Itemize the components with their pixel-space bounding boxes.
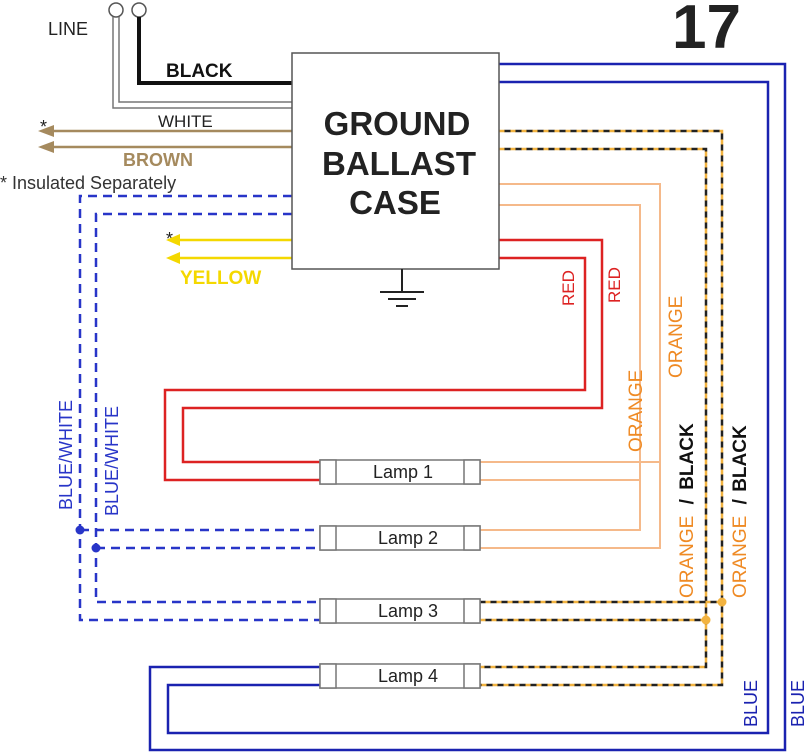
orange-black-label-2-sep: /: [730, 498, 751, 504]
lamp-end-cap-left: [319, 525, 337, 551]
orange-black-label-1-sep: /: [677, 498, 698, 504]
lamp-4: Lamp 4: [319, 663, 481, 689]
blue-white-wires: [78, 194, 322, 622]
line-terminal-1: [108, 2, 124, 18]
lamp-label: Lamp 1: [373, 462, 433, 482]
blue-wires: [148, 62, 787, 752]
black-wire: [137, 17, 292, 85]
red-label-1: RED: [559, 270, 578, 306]
orange-label-1: ORANGE: [626, 370, 647, 452]
red-wire-1: [181, 238, 604, 464]
blue-label-2: BLUE: [788, 680, 805, 727]
yellow-arrow-2: [166, 252, 180, 264]
lamp-label: Lamp 2: [378, 528, 438, 548]
orange-wire-1: [480, 183, 661, 549]
orange-black-junction-2: [701, 615, 711, 625]
orange-black-wire-2-orange: [480, 147, 708, 669]
red-label-2: RED: [605, 267, 624, 303]
insulated-note: * Insulated Separately: [0, 173, 176, 193]
ballast-box: [291, 52, 500, 270]
yellow-wire-label: YELLOW: [180, 268, 261, 289]
lamp-end-cap-right: [463, 598, 481, 624]
black-wire-label: BLACK: [166, 61, 233, 82]
orange-black-label-1: ORANGE / BLACK: [677, 423, 698, 598]
blue-white-label-1: BLUE/WHITE: [56, 400, 76, 510]
orange-black-label-2-orange: ORANGE: [730, 516, 751, 598]
brown-wire-label: BROWN: [123, 150, 193, 170]
orange-black-label-2: ORANGE / BLACK: [730, 425, 751, 598]
lamp-label: Lamp 3: [378, 601, 438, 621]
ballast-label-line-2: BALLAST: [322, 145, 476, 182]
blue-label-1: BLUE: [741, 680, 761, 727]
orange-black-label-1-orange: ORANGE: [677, 516, 698, 598]
white-wire-arrow: [38, 125, 54, 137]
blue-wire-lamp4: [166, 80, 770, 735]
orange-wires: [480, 183, 661, 549]
orange-black-wire-1-black: [480, 129, 724, 687]
blue-wire-lamp3: [148, 62, 787, 752]
orange-wire-2: [480, 204, 641, 531]
lamp-tube: [319, 663, 481, 689]
orange-black-label-1-black: BLACK: [677, 423, 698, 490]
white-brown-wires: * WHITE BROWN * Insulated Separately: [0, 112, 292, 193]
blue-white-junction-1: [75, 525, 85, 535]
ballast-label-line-3: CASE: [349, 184, 441, 221]
ballast-case: GROUND BALLAST CASE: [291, 52, 500, 270]
lamp-end-cap-left: [319, 459, 337, 485]
orange-label-2: ORANGE: [666, 296, 687, 378]
blue-white-junction-2: [91, 543, 101, 553]
lamp-end-cap-right: [463, 525, 481, 551]
orange-black-junction-1: [717, 597, 727, 607]
red-wires: [163, 238, 604, 482]
blue-white-wire-1: [78, 194, 322, 622]
line-input: LINE BLACK: [48, 2, 292, 109]
blue-white-wire-2: [94, 212, 322, 604]
yellow-arrow-1: [166, 234, 180, 246]
lamp-end-cap-right: [463, 663, 481, 689]
lamp-3: Lamp 3: [319, 598, 481, 624]
lamp-tube: [319, 598, 481, 624]
ballast-label-line-1: GROUND: [324, 105, 471, 142]
diagram-number: 17: [672, 0, 741, 62]
orange-black-wires: [480, 129, 724, 687]
orange-black-label-2-black: BLACK: [730, 425, 751, 492]
blue-white-label-2: BLUE/WHITE: [102, 406, 122, 516]
orange-black-wire-1-orange: [480, 129, 724, 687]
white-line-wire: [112, 17, 292, 109]
asterisk-white: *: [40, 117, 47, 137]
brown-wire-arrow: [38, 141, 54, 153]
line-terminal-2: [131, 2, 147, 18]
white-wire-label: WHITE: [158, 112, 213, 131]
red-wire-2: [163, 256, 587, 482]
line-label: LINE: [48, 19, 88, 39]
lamp-2: Lamp 2: [319, 525, 481, 551]
lamp-end-cap-right: [463, 459, 481, 485]
lamp-end-cap-left: [319, 598, 337, 624]
ground-icon: [380, 269, 424, 307]
lamp-end-cap-left: [319, 663, 337, 689]
lamp-tube: [319, 525, 481, 551]
yellow-wires: * YELLOW: [166, 229, 292, 289]
lamp-label: Lamp 4: [378, 666, 438, 686]
lamp-1: Lamp 1: [319, 459, 481, 485]
